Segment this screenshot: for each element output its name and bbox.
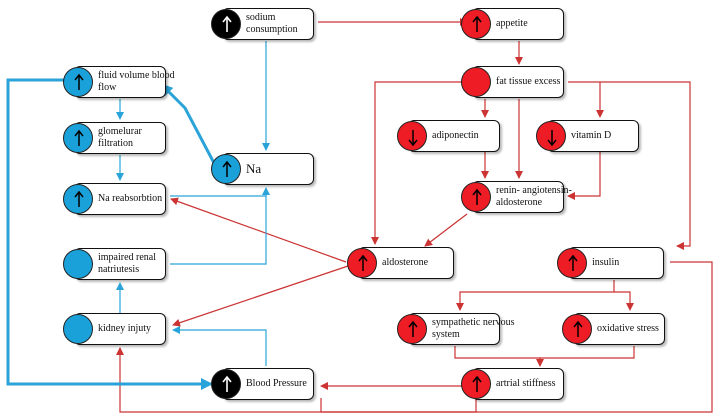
node-arterial-label: artrial stiffness (496, 378, 556, 389)
edge-13-red (172, 265, 349, 327)
node-fluid-indicator-icon (63, 67, 93, 97)
node-nareab-indicator-icon (63, 184, 93, 214)
edge-11-red (424, 213, 468, 247)
node-kidney-label: kidney injuty (98, 323, 152, 334)
edge-15-red (614, 291, 634, 311)
edge-12-red (170, 197, 347, 263)
node-adiponectin-label: adiponectin (432, 130, 479, 141)
node-kidney-indicator-icon (63, 314, 93, 344)
node-appetite-indicator-icon (461, 9, 491, 39)
node-vitd-label: vitamin D (571, 130, 612, 141)
node-glomerular-label: glomelurar filtration (98, 126, 142, 149)
node-renin-label: renin- angiotensin- aldosterone (496, 185, 572, 208)
node-nareab-label: Na reabsorbtion (98, 193, 163, 204)
node-bp-label: Blood Pressure (246, 378, 307, 389)
node-insulin-indicator-icon (557, 248, 587, 278)
edge-14-red (456, 280, 615, 311)
node-bp-indicator-icon (211, 369, 241, 399)
node-arterial-indicator-icon (461, 369, 491, 399)
node-na-indicator-icon (211, 154, 241, 184)
node-renin-indicator-icon (461, 182, 491, 212)
node-insulin-label: insulin (592, 257, 620, 268)
edge-19-red (116, 347, 477, 413)
node-aldosterone-indicator-icon (347, 248, 377, 278)
node-impaired-indicator-icon (63, 249, 93, 279)
node-na-label: Na (246, 161, 262, 176)
node-fat-label: fat tissue excess (496, 76, 561, 87)
node-oxidative-indicator-icon (562, 314, 592, 344)
node-sodium-indicator-icon (211, 9, 241, 39)
node-sodium-label: sodium consumption (246, 12, 298, 35)
node-adiponectin-indicator-icon (397, 121, 427, 151)
edge-8-red (568, 81, 691, 250)
edge-23-blue (170, 187, 270, 265)
edge-20-blue (160, 83, 216, 164)
edge-10-red (567, 152, 601, 200)
node-sympathetic-label: sympathetic nervous system (432, 317, 515, 340)
node-glomerular-indicator-icon (63, 123, 93, 153)
node-impaired-label: impaired renal natriutesis (98, 252, 157, 275)
edge-28-red (320, 261, 713, 413)
edge-17-red (540, 346, 635, 359)
node-oxidative-label: oxidative stress (597, 323, 659, 334)
edge-7-red (371, 81, 467, 245)
edge-16-red (454, 346, 544, 367)
edge-26-blue (172, 326, 267, 366)
node-fat-indicator-icon (461, 67, 491, 97)
node-vitd-indicator-icon (536, 121, 566, 151)
edge-27-blue (6, 78, 213, 390)
node-appetite-label: appetite (496, 18, 528, 29)
node-fluid-label: fluid volume blood flow (98, 70, 175, 93)
node-sympathetic-indicator-icon (397, 314, 427, 344)
node-aldosterone-label: aldosterone (382, 257, 429, 268)
edge-layer (6, 18, 713, 413)
